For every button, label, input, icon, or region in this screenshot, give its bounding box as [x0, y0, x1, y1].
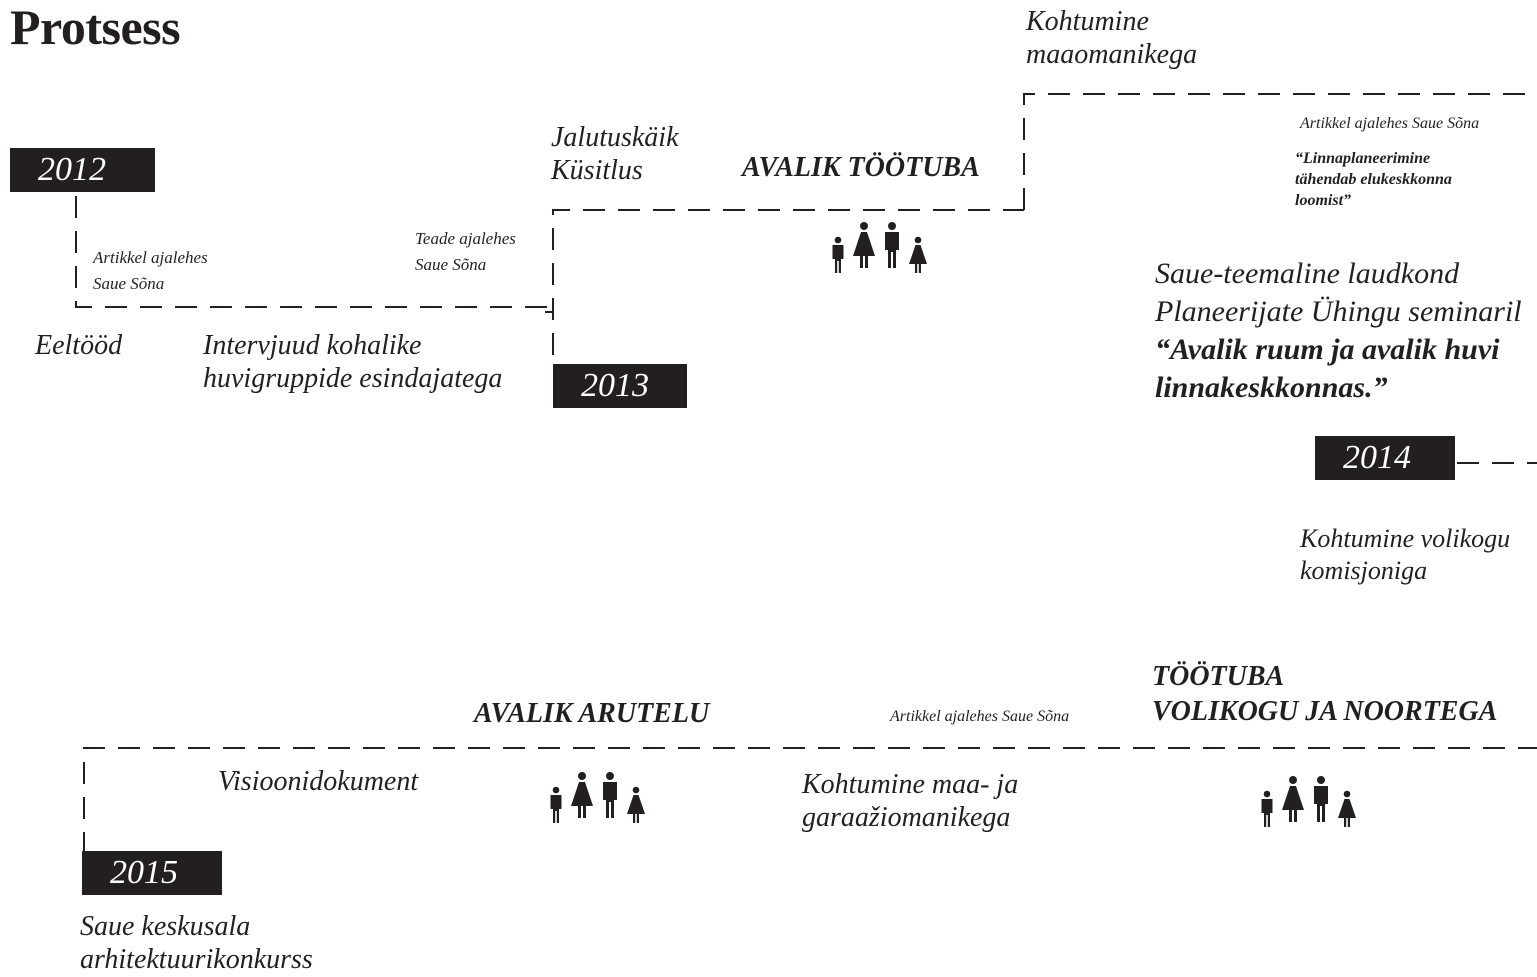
artikkel-2012-note: Artikkel ajalehes Saue Sõna — [93, 248, 208, 293]
jalutuskaik-label: Jalutuskäik Küsitlus — [551, 122, 679, 186]
people-group-icon — [1261, 776, 1356, 827]
laudkond-label: Saue-teemaline laudkond Planeerijate Ühi… — [1155, 257, 1522, 404]
tootuba-volikogu-label: TÖÖTUBA VOLIKOGU JA NOORTEGA — [1152, 661, 1498, 727]
year-badge-2015: 2015 — [82, 851, 222, 895]
kohtumine-maaomanikega-label: Kohtumine maaomanikega — [1026, 6, 1198, 70]
visioonidokument-label: Visioonidokument — [218, 766, 419, 797]
teade-note: Teade ajalehes Saue Sõna — [415, 229, 516, 274]
timeline-segment-2013-top — [1023, 93, 1537, 210]
people-group-icon — [550, 772, 645, 823]
intervjuud-label: Intervjuud kohalike huvigruppide esindaj… — [203, 330, 503, 394]
avalik-tootuba-label: AVALIK TÖÖTUBA — [742, 152, 980, 183]
kohtumine-volikogu-label: Kohtumine volikogu komisjoniga — [1300, 524, 1511, 585]
eeltood-label: Eeltööd — [35, 330, 123, 361]
page-title: Protsess — [10, 0, 181, 55]
year-badge-2013: 2013 — [553, 364, 687, 408]
kohtumine-garaazi-label: Kohtumine maa- ja garaažiomanikega — [802, 769, 1019, 833]
timeline-segment-2015 — [83, 747, 1537, 854]
year-badge-2014: 2014 — [1315, 436, 1455, 480]
artikkel-2013-note: Artikkel ajalehes Saue Sõna — [1300, 115, 1480, 132]
quote-linnaplaneerimine: “Linnaplaneerimine tähendab elukeskkonna… — [1295, 150, 1452, 209]
arhitektuurikonkurss-label: Saue keskusala arhitektuurikonkurss — [80, 911, 313, 975]
timeline-segment-2013 — [552, 209, 1024, 355]
year-badge-2012: 2012 — [10, 148, 155, 192]
timeline-segment-2012 — [75, 196, 553, 308]
avalik-arutelu-label: AVALIK ARUTELU — [474, 698, 710, 729]
people-group-icon — [832, 222, 927, 273]
artikkel-2015-note: Artikkel ajalehes Saue Sõna — [890, 708, 1070, 725]
